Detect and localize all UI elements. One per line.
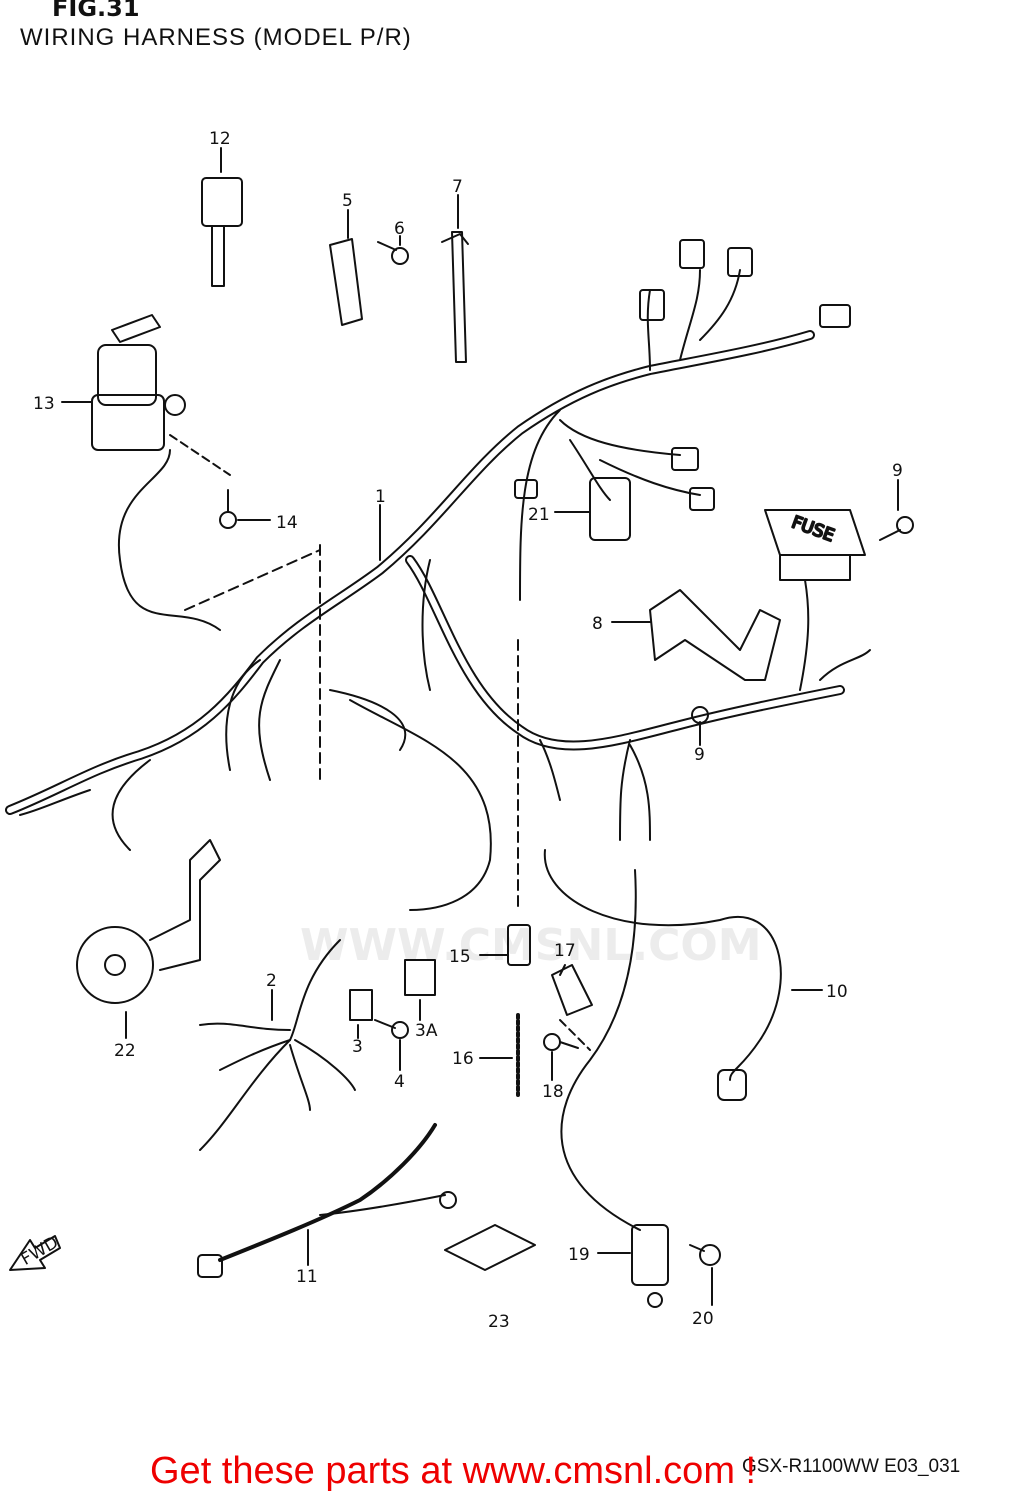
callout-3: 3 bbox=[352, 1037, 363, 1057]
callout-16: 16 bbox=[452, 1049, 474, 1069]
bolt-9-top bbox=[896, 516, 914, 534]
bolt-4 bbox=[391, 1021, 409, 1039]
callout-22: 22 bbox=[114, 1041, 136, 1061]
fuse-box bbox=[764, 509, 866, 556]
main-harness bbox=[5, 330, 815, 815]
callout-13: 13 bbox=[33, 394, 55, 414]
harness-11 bbox=[218, 1123, 437, 1262]
callout-9-lower: 9 bbox=[694, 745, 705, 765]
fwd-arrow-icon bbox=[9, 1235, 61, 1271]
callout-14: 14 bbox=[276, 513, 298, 533]
callout-11: 11 bbox=[296, 1267, 318, 1287]
callout-12: 12 bbox=[209, 129, 231, 149]
callout-8: 8 bbox=[592, 614, 603, 634]
callout-9-top: 9 bbox=[892, 461, 903, 481]
callout-6: 6 bbox=[394, 219, 405, 239]
wire-19 bbox=[560, 869, 641, 1231]
callout-7: 7 bbox=[452, 177, 463, 197]
callout-20: 20 bbox=[692, 1309, 714, 1329]
callout-17: 17 bbox=[554, 941, 576, 961]
bolt-20 bbox=[699, 1244, 721, 1266]
bolt-14 bbox=[219, 511, 237, 529]
svg-text:FUSE: FUSE bbox=[789, 512, 837, 546]
callout-23: 23 bbox=[488, 1312, 510, 1332]
switch-15 bbox=[507, 924, 531, 966]
ignition-switch bbox=[97, 344, 157, 406]
clip-3a bbox=[404, 959, 436, 996]
callout-1: 1 bbox=[375, 487, 386, 507]
callout-21: 21 bbox=[528, 505, 550, 525]
tie-7 bbox=[451, 231, 467, 363]
callout-2: 2 bbox=[266, 971, 277, 991]
wire-10 bbox=[543, 849, 782, 1081]
bracket-5 bbox=[329, 238, 363, 326]
callout-4: 4 bbox=[394, 1072, 405, 1092]
bolt-6 bbox=[377, 241, 397, 251]
callout-19: 19 bbox=[568, 1245, 590, 1265]
callout-15: 15 bbox=[449, 947, 471, 967]
callout-10: 10 bbox=[826, 982, 848, 1002]
callout-5: 5 bbox=[342, 191, 353, 211]
sensor-10-end bbox=[717, 1069, 747, 1101]
figure-subtitle: WIRING HARNESS (MODEL P/R) bbox=[20, 24, 412, 51]
bracket-8 bbox=[649, 589, 781, 681]
callout-18: 18 bbox=[542, 1082, 564, 1102]
clamp-17 bbox=[551, 964, 593, 1016]
bolt-18 bbox=[543, 1033, 561, 1051]
clip-3 bbox=[349, 989, 373, 1021]
parts-ad-link[interactable]: Get these parts at www.cmsnl.com ! bbox=[150, 1450, 757, 1492]
key-12 bbox=[201, 177, 243, 227]
figure-code: GSX-R1100WW E03_031 bbox=[742, 1456, 961, 1477]
callout-3a: 3A bbox=[415, 1021, 438, 1041]
unit-19 bbox=[631, 1224, 669, 1286]
horn-22 bbox=[76, 926, 154, 1004]
relay-21 bbox=[589, 477, 631, 541]
label-23 bbox=[444, 1224, 536, 1271]
figure-title: FIG.31 bbox=[52, 0, 140, 22]
lower-harness bbox=[405, 555, 845, 751]
